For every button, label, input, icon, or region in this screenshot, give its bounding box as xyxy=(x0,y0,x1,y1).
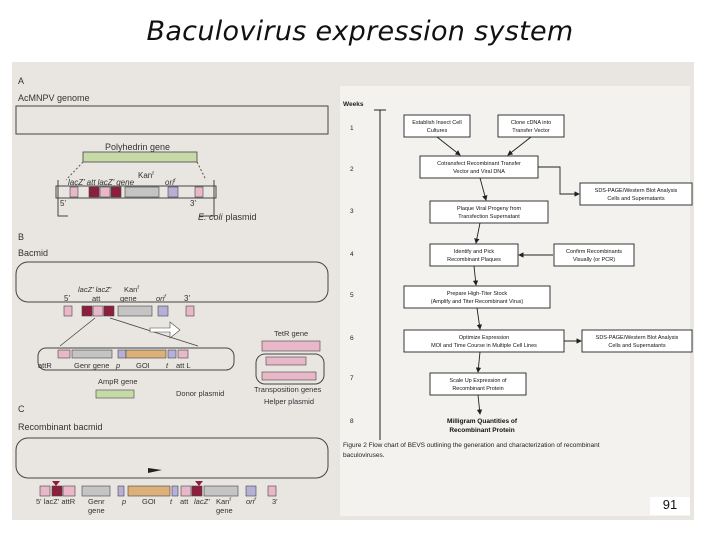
svg-text:Milligram Quantities of: Milligram Quantities of xyxy=(447,418,518,425)
gene-label-b: gene xyxy=(120,294,137,303)
svg-text:Figure 2 Flow chart of BEVS o: Figure 2 Flow chart of BEVS outlining th… xyxy=(343,442,600,449)
side-sds-page-2 xyxy=(581,329,693,353)
left-label-c: 5' lacZ' attR xyxy=(36,497,76,506)
panel-b: B Bacmid 5' 3' lacZ'lacZ' att Kanr gene … xyxy=(15,232,329,406)
svg-text:Optimize Expression: Optimize Expression xyxy=(459,335,509,341)
donor-plasmid-box xyxy=(37,347,235,371)
attl-label-b: att L xyxy=(176,361,191,370)
page-number: 91 xyxy=(650,497,690,515)
panel-c-caption: Recombinant bacmid xyxy=(18,422,103,432)
bacmid-box xyxy=(15,261,329,303)
three-prime-c: 3' xyxy=(272,497,278,506)
panel-a-caption: AcMNPV genome xyxy=(18,93,90,103)
svg-text:SDS-PAGE/Western Blot Analysis: SDS-PAGE/Western Blot Analysis xyxy=(596,335,679,341)
svg-text:Cells and Supernatants: Cells and Supernatants xyxy=(607,196,664,202)
genr-label-c: Genr xyxy=(88,497,105,506)
svg-text:Recombinant Plaques: Recombinant Plaques xyxy=(447,257,501,263)
att-label-c: att xyxy=(180,497,189,506)
panel-b-caption: Bacmid xyxy=(18,248,48,258)
kan-label-a: Kanr xyxy=(138,171,154,180)
svg-text:Cells and Supernatants: Cells and Supernatants xyxy=(608,343,665,349)
gene-label-c1: gene xyxy=(88,506,105,515)
svg-text:Cultures: Cultures xyxy=(427,128,448,134)
svg-text:Cotransfect Recombinant Transf: Cotransfect Recombinant Transfer xyxy=(437,161,521,167)
ori-label-c: orir xyxy=(246,497,257,506)
kan-label-c: Kanr xyxy=(216,497,231,506)
svg-text:Visually (or PCR): Visually (or PCR) xyxy=(573,257,615,263)
slide-title: Baculovirus expression system xyxy=(146,16,574,47)
svg-text:Clone cDNA into: Clone cDNA into xyxy=(511,120,551,126)
lacz-label-c: lacZ' xyxy=(194,497,210,506)
helper-plasmid-box xyxy=(255,353,325,385)
t-label-b: t xyxy=(166,361,169,370)
svg-text:Establish Insect Cell: Establish Insect Cell xyxy=(412,120,462,126)
three-prime-b: 3' xyxy=(184,294,190,303)
week-2: 2 xyxy=(350,166,354,173)
lacz-label-b: lacZ'lacZ' xyxy=(78,285,112,294)
week-7: 7 xyxy=(350,375,354,382)
panel-b-label: B xyxy=(18,232,24,242)
att-label-b: att xyxy=(92,294,101,303)
tetr-label-b: TetR gene xyxy=(274,329,308,338)
week-numbers: 1 2 3 4 5 6 7 8 xyxy=(350,125,354,425)
t-label-c: t xyxy=(170,497,173,506)
polyhedrin-gene-bar xyxy=(82,151,198,163)
panel-a: A AcMNPV genome Polyhedrin gene Kanr lac… xyxy=(15,76,329,222)
helper-plasmid-label: Helper plasmid xyxy=(264,397,314,406)
svg-text:Recombinant Protein: Recombinant Protein xyxy=(452,386,503,392)
goi-label-b: GOI xyxy=(136,361,150,370)
step-plaque xyxy=(429,200,549,224)
side-confirm xyxy=(553,243,635,267)
attr-label-b: attR xyxy=(38,361,52,370)
week-3: 3 xyxy=(350,208,354,215)
week-4: 4 xyxy=(350,251,354,258)
svg-text:Transfection Supernatant: Transfection Supernatant xyxy=(458,214,520,220)
panel-c-label: C xyxy=(18,404,25,414)
svg-text:Recombinant Protein: Recombinant Protein xyxy=(449,427,514,434)
svg-text:Identify and Pick: Identify and Pick xyxy=(454,249,495,255)
ampr-label-b: AmpR gene xyxy=(98,377,138,386)
three-prime-a: 3' xyxy=(190,199,196,208)
svg-text:Transfer Vector: Transfer Vector xyxy=(512,128,550,134)
acmnpv-genome-box xyxy=(15,105,329,135)
svg-text:Plaque Viral Progeny from: Plaque Viral Progeny from xyxy=(457,206,522,212)
five-prime-a: 5' xyxy=(60,199,66,208)
svg-text:Prepare High-Titer Stock: Prepare High-Titer Stock xyxy=(447,291,508,297)
weeks-label: Weeks xyxy=(343,101,364,108)
svg-text:(Amplify and Titer Recombinant: (Amplify and Titer Recombinant Virus) xyxy=(431,299,524,305)
week-5: 5 xyxy=(350,292,354,299)
svg-text:Scale Up Expression of: Scale Up Expression of xyxy=(449,378,507,384)
kan-label-b: Kanr xyxy=(124,285,139,294)
recombinant-bacmid-box xyxy=(15,437,329,479)
bevs-flowchart: Weeks 1 2 3 4 5 6 7 8 Establish Insect C… xyxy=(343,101,693,459)
svg-text:SDS-PAGE/Western Blot Analysis: SDS-PAGE/Western Blot Analysis xyxy=(595,188,678,194)
polyhedrin-label: Polyhedrin gene xyxy=(105,142,170,152)
week-1: 1 xyxy=(350,125,354,132)
svg-text:baculoviruses.: baculoviruses. xyxy=(343,452,385,459)
transposition-label: Transposition genes xyxy=(254,385,322,394)
week-6: 6 xyxy=(350,335,354,342)
five-prime-b: 5' xyxy=(64,294,70,303)
svg-text:Vector and Viral DNA: Vector and Viral DNA xyxy=(453,169,505,175)
week-8: 8 xyxy=(350,418,354,425)
panel-a-label: A xyxy=(18,76,24,86)
p-label-b: p xyxy=(115,361,120,370)
donor-plasmid-label: Donor plasmid xyxy=(176,389,224,398)
figure-caption: Figure 2 Flow chart of BEVS outlining th… xyxy=(343,442,600,459)
final-result: Milligram Quantities of Recombinant Prot… xyxy=(447,418,518,434)
side-sds-page-1 xyxy=(579,182,693,206)
svg-text:MOI and Time Course in Multipl: MOI and Time Course in Multiple Cell Lin… xyxy=(431,343,537,349)
ori-label-b: orir xyxy=(156,294,167,303)
ori-label-a: orir xyxy=(165,178,177,187)
p-label-c: p xyxy=(121,497,126,506)
svg-text:Confirm Recombinants: Confirm Recombinants xyxy=(566,249,622,255)
flow-arrows xyxy=(436,136,582,415)
genr-label-b: Genr gene xyxy=(74,361,109,370)
goi-label-c: GOI xyxy=(142,497,156,506)
panel-c: C Recombinant bacmid 5' lacZ' attR Genr … xyxy=(15,404,329,515)
gene-label-c2: gene xyxy=(216,506,233,515)
